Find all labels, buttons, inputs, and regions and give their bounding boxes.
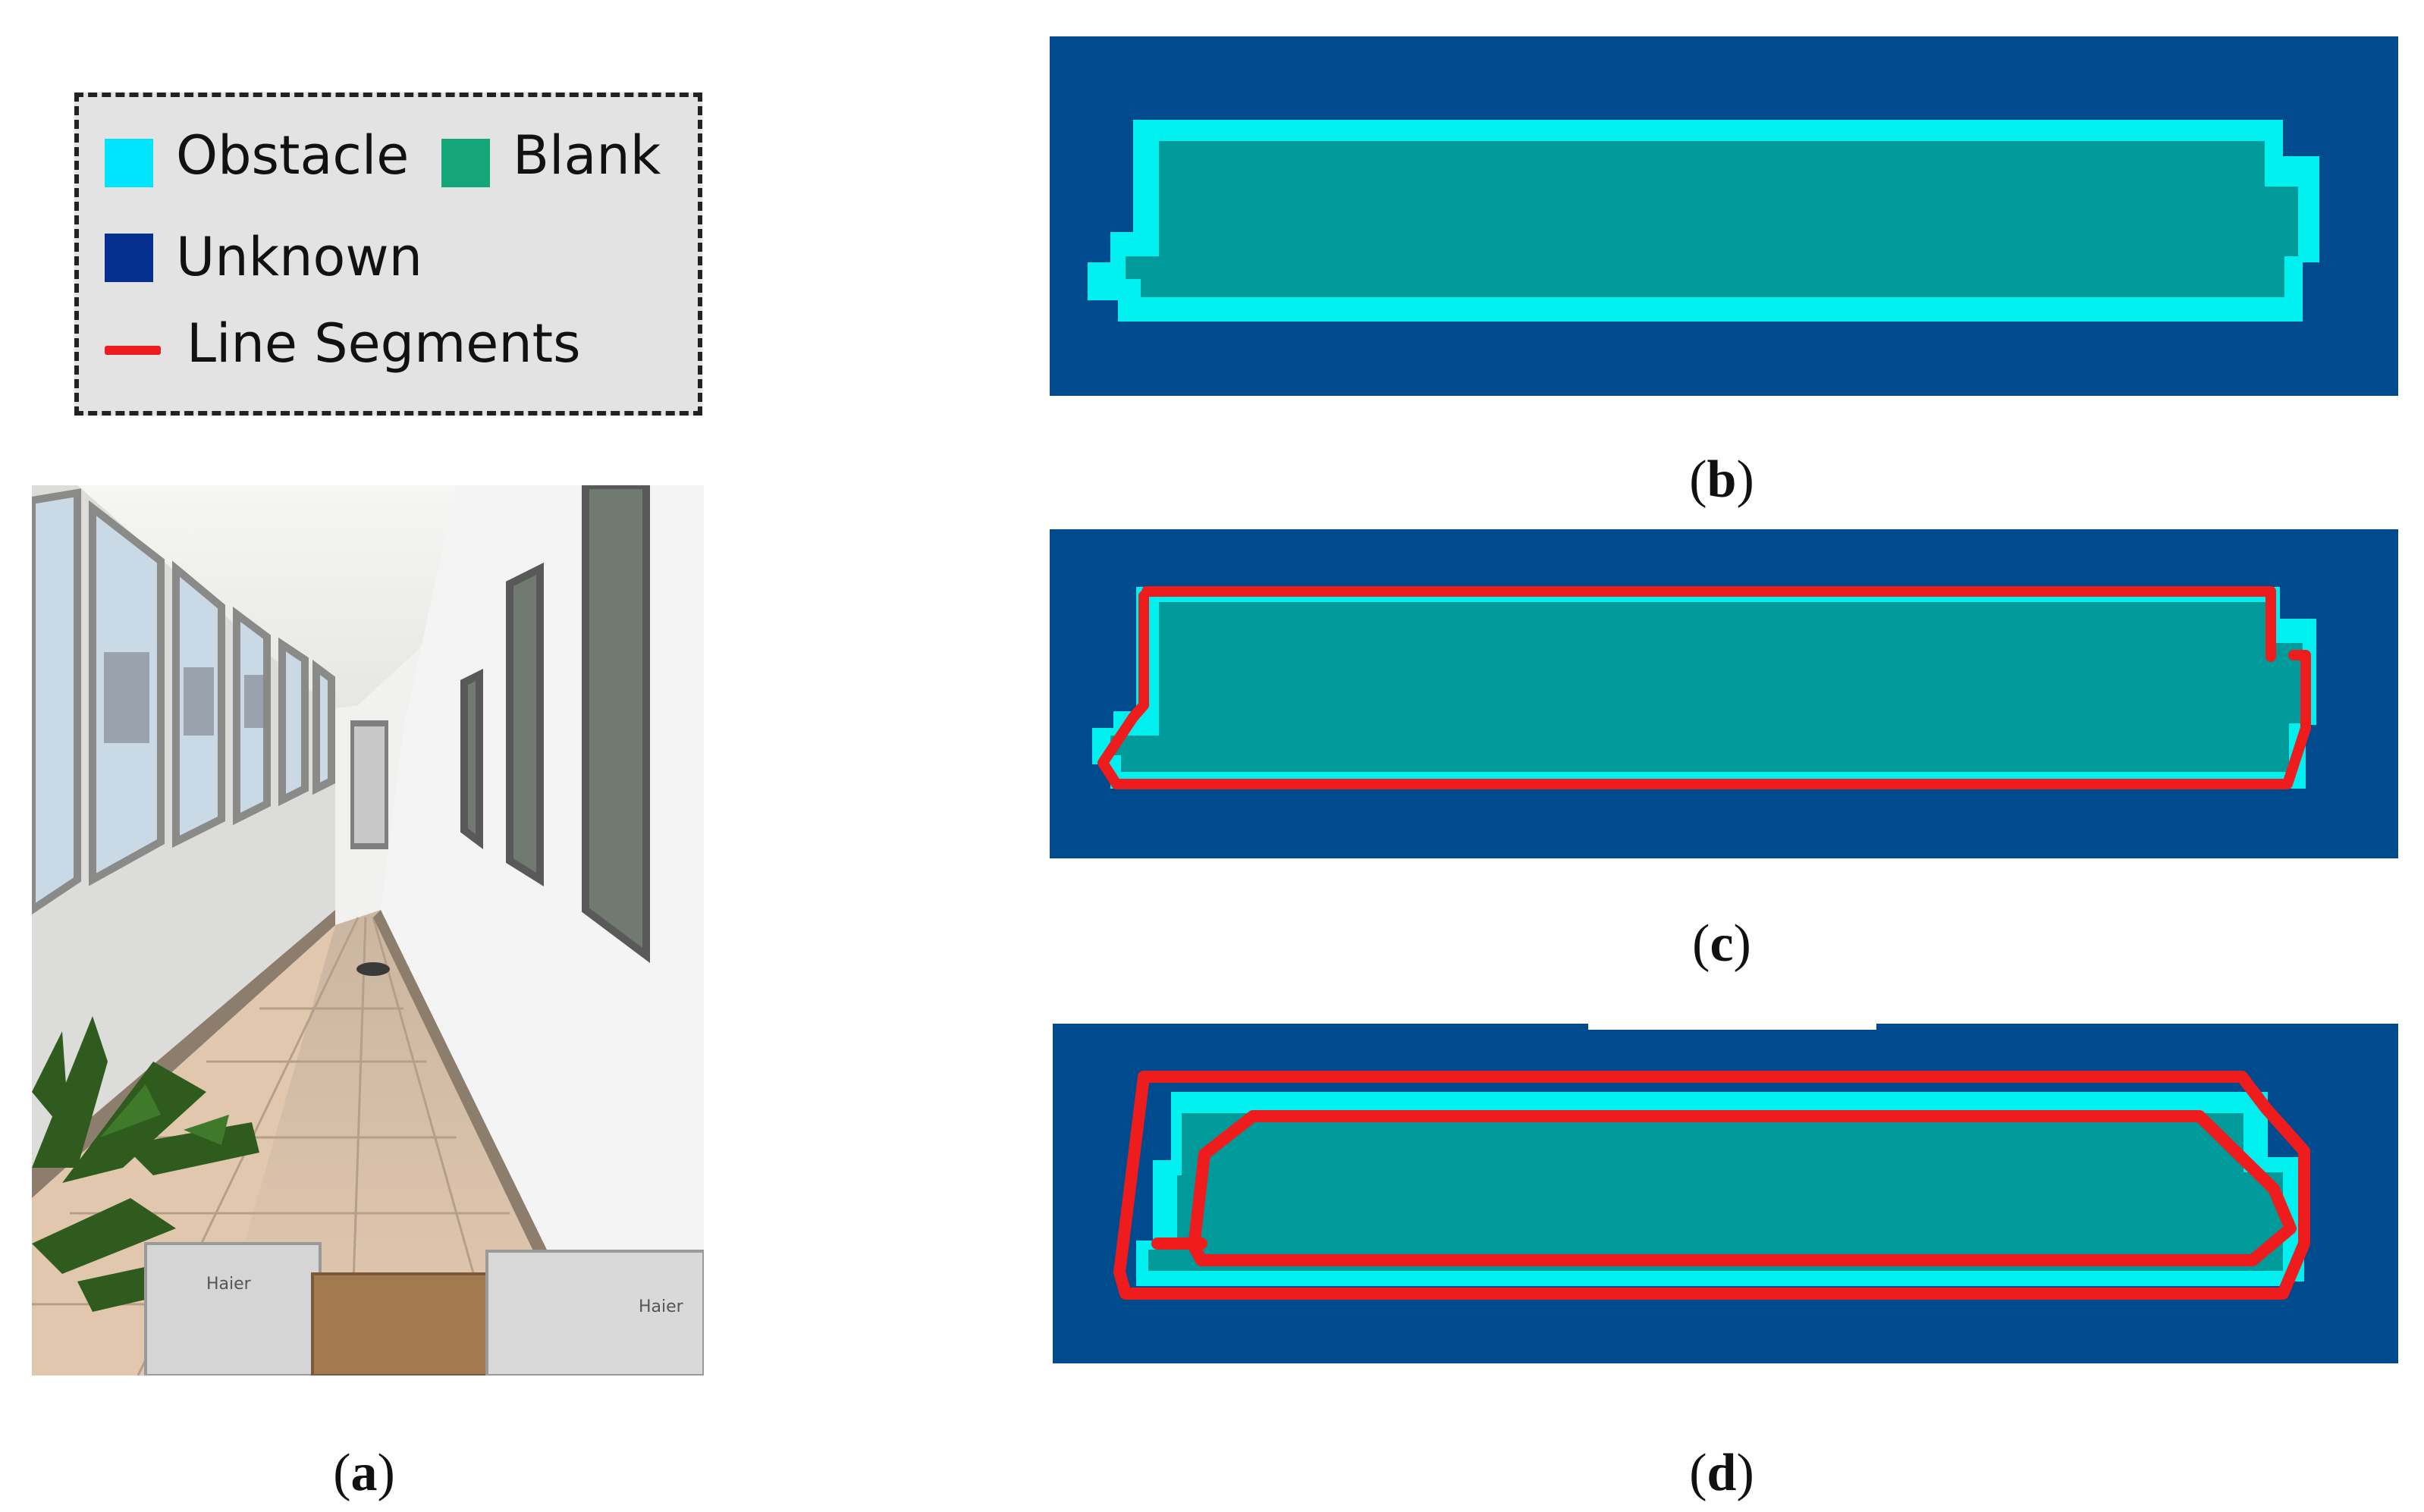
map-d [1053,1024,2398,1363]
line-segment [1141,586,2276,662]
corridor-photo: Haier Haier [32,485,704,1376]
image-gap [1588,1024,1876,1030]
map-b [1050,36,2398,396]
line-segment [1097,591,2311,789]
line-segments-swatch [105,346,161,355]
obstacle-label: Obstacle [176,124,410,187]
inner-line-segment [1188,1110,2297,1266]
unknown-label: Unknown [176,226,422,288]
blank-swatch [441,139,490,187]
blank-area [1126,141,2298,297]
line-segments-label: Line Segments [187,312,581,375]
unknown-swatch [105,234,153,282]
outer-line-segment [1113,1071,2310,1300]
caption-d: (d) [1689,1444,1754,1502]
caption-b: (b) [1689,450,1754,509]
blank-label: Blank [513,124,661,187]
obstacle-swatch [105,139,153,187]
caption-a: (a) [333,1444,395,1502]
blank-area [1110,602,2303,772]
box-brand-text-2: Haier [639,1297,684,1316]
legend: Obstacle Blank Unknown Line Segments [74,93,702,416]
box-brand-text: Haier [206,1275,252,1294]
map-c [1050,529,2398,858]
blank-area [1148,1113,2283,1271]
caption-c: (c) [1692,914,1751,973]
